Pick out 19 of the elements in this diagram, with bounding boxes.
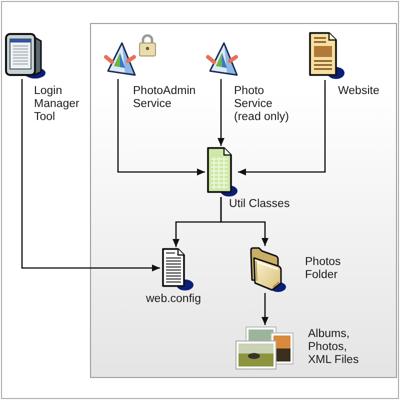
document-icon	[160, 247, 194, 291]
icon-caption: PhotoAdmin Service	[133, 85, 197, 111]
document-icon	[307, 31, 345, 80]
icon-caption: Albums, Photos, XML Files	[308, 328, 360, 367]
monitor-icon	[4, 32, 46, 79]
icon-caption: Website	[338, 85, 380, 98]
icon-caption: Login Manager Tool	[34, 85, 80, 124]
arrow	[21, 79, 160, 272]
arrow	[238, 80, 326, 176]
arrow	[220, 197, 268, 246]
icon-caption: Util Classes	[229, 198, 290, 211]
icon-caption: Photo Service (read only)	[234, 85, 290, 124]
arrow	[117, 79, 205, 176]
icon-caption: Photos Folder	[305, 256, 342, 282]
arrow	[262, 293, 268, 325]
spreadsheet-icon	[205, 146, 238, 197]
grouping-panel	[90, 23, 397, 378]
icon-caption: web.config	[146, 293, 201, 306]
arrow	[218, 79, 224, 146]
